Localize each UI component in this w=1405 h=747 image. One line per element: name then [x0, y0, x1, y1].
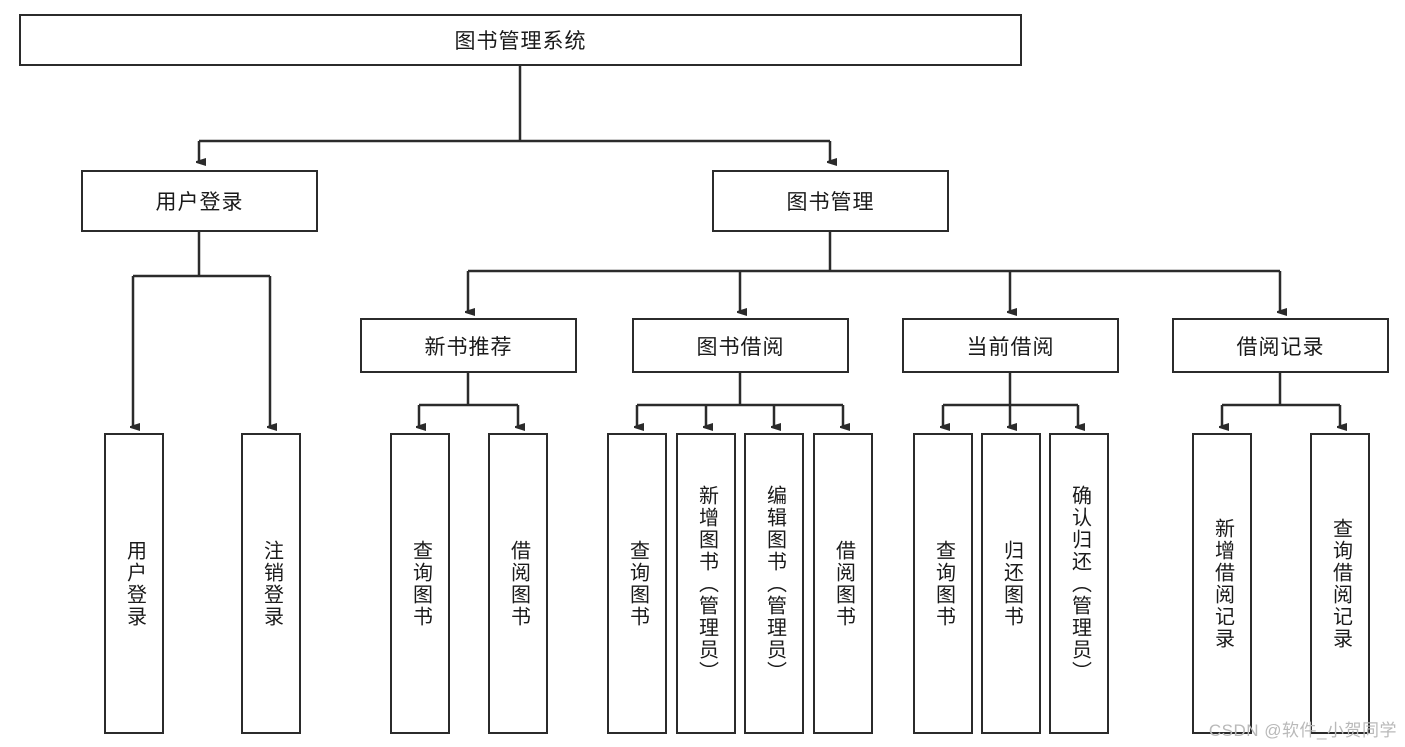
node-borrow-record-label: 借阅记录: [1236, 335, 1325, 359]
node-root[interactable]: 图书管理系统: [19, 14, 1022, 66]
node-current-borrow[interactable]: 当前借阅: [902, 318, 1119, 373]
node-leaf-return-book-label: 归还图书: [1000, 539, 1023, 628]
node-leaf-query-book-3-label: 查询图书: [932, 539, 955, 628]
node-leaf-query-record[interactable]: 查询借阅记录: [1310, 433, 1370, 734]
node-borrow-record[interactable]: 借阅记录: [1172, 318, 1389, 373]
node-book-manage[interactable]: 图书管理: [712, 170, 949, 232]
node-leaf-query-book-3[interactable]: 查询图书: [913, 433, 973, 734]
node-leaf-add-record[interactable]: 新增借阅记录: [1192, 433, 1252, 734]
node-leaf-query-book-1-label: 查询图书: [409, 539, 432, 628]
node-leaf-borrow-book-1-label: 借阅图书: [507, 539, 530, 628]
node-leaf-borrow-book-1[interactable]: 借阅图书: [488, 433, 548, 734]
node-leaf-query-book-2-label: 查询图书: [626, 539, 649, 628]
node-leaf-borrow-book-2[interactable]: 借阅图书: [813, 433, 873, 734]
node-book-manage-label: 图书管理: [786, 191, 875, 214]
node-new-book-rec[interactable]: 新书推荐: [360, 318, 577, 373]
node-book-borrow-label: 图书借阅: [696, 335, 785, 359]
node-new-book-rec-label: 新书推荐: [424, 335, 513, 359]
node-leaf-user-login-label: 用户登录: [123, 539, 146, 628]
node-current-borrow-label: 当前借阅: [966, 335, 1055, 359]
node-book-borrow[interactable]: 图书借阅: [632, 318, 849, 373]
watermark: CSDN @软件_小贺同学: [1208, 721, 1397, 740]
node-leaf-edit-book[interactable]: 编辑图书（管理员）: [744, 433, 804, 734]
node-leaf-query-book-1[interactable]: 查询图书: [390, 433, 450, 734]
node-leaf-borrow-book-2-label: 借阅图书: [832, 539, 855, 628]
node-leaf-user-login[interactable]: 用户登录: [104, 433, 164, 734]
node-leaf-add-book[interactable]: 新增图书（管理员）: [676, 433, 736, 734]
node-leaf-logout-label: 注销登录: [260, 539, 283, 628]
node-leaf-confirm-return[interactable]: 确认归还（管理员）: [1049, 433, 1109, 734]
node-leaf-confirm-return-label: 确认归还（管理员）: [1068, 484, 1091, 683]
node-leaf-edit-book-label: 编辑图书（管理员）: [763, 484, 786, 683]
node-leaf-add-book-label: 新增图书（管理员）: [695, 484, 718, 683]
node-user-login[interactable]: 用户登录: [81, 170, 318, 232]
node-leaf-add-record-label: 新增借阅记录: [1211, 517, 1234, 650]
node-leaf-query-book-2[interactable]: 查询图书: [607, 433, 667, 734]
node-root-label: 图书管理系统: [454, 30, 587, 53]
node-leaf-query-record-label: 查询借阅记录: [1329, 517, 1352, 650]
node-user-login-label: 用户登录: [155, 191, 244, 214]
node-leaf-logout[interactable]: 注销登录: [241, 433, 301, 734]
node-leaf-return-book[interactable]: 归还图书: [981, 433, 1041, 734]
